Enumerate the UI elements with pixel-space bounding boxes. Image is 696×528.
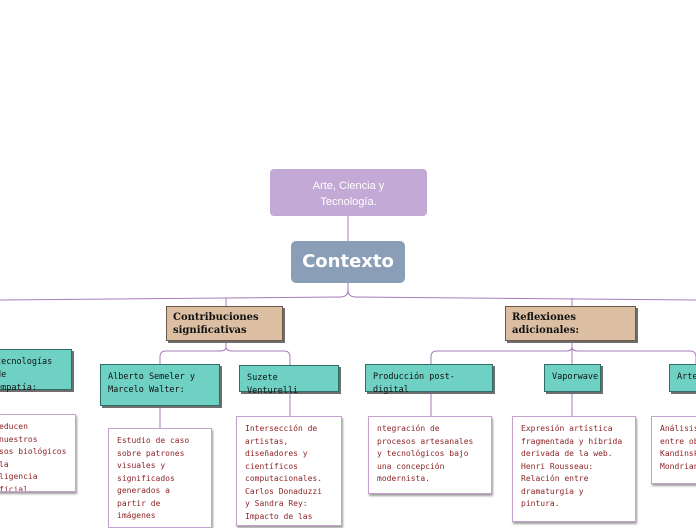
- note-venturelli: Intersección de artistas, diseñadores y …: [236, 416, 342, 526]
- subtopic-venturelli-node[interactable]: Suzete Venturelli: [239, 365, 339, 396]
- category-reflexiones-node[interactable]: Reflexiones adicionales:: [505, 306, 636, 341]
- subtopic-postdigital-node[interactable]: Producción post-digital: [365, 364, 493, 395]
- subtopic-tecnologias-node[interactable]: tecnologías de empatía:: [0, 349, 72, 393]
- subtopic-vaporwave-node[interactable]: Vaporwave: [544, 364, 601, 392]
- note-arte: Análisis entre ob Kandinsk Mondrian: [651, 416, 696, 484]
- subtopic-arte-node[interactable]: Arte: [669, 364, 696, 392]
- note-vaporwave: Expresión artística fragmentada y híbrid…: [512, 416, 636, 522]
- subtopic-semeler-walter-node[interactable]: Alberto Semeler y Marcelo Walter:: [100, 364, 220, 406]
- parent-topic-node[interactable]: Arte, Ciencia y Tecnología.: [270, 169, 427, 216]
- note-semeler-walter: Estudio de caso sobre patrones visuales …: [108, 428, 212, 528]
- central-topic-node[interactable]: Contexto: [291, 241, 405, 283]
- note-tecnologias: educen nuestros sos biológicos la ligenc…: [0, 414, 76, 492]
- note-postdigital: ntegración de procesos artesanales y tec…: [368, 416, 492, 494]
- category-contribuciones-node[interactable]: Contribuciones significativas: [166, 306, 283, 341]
